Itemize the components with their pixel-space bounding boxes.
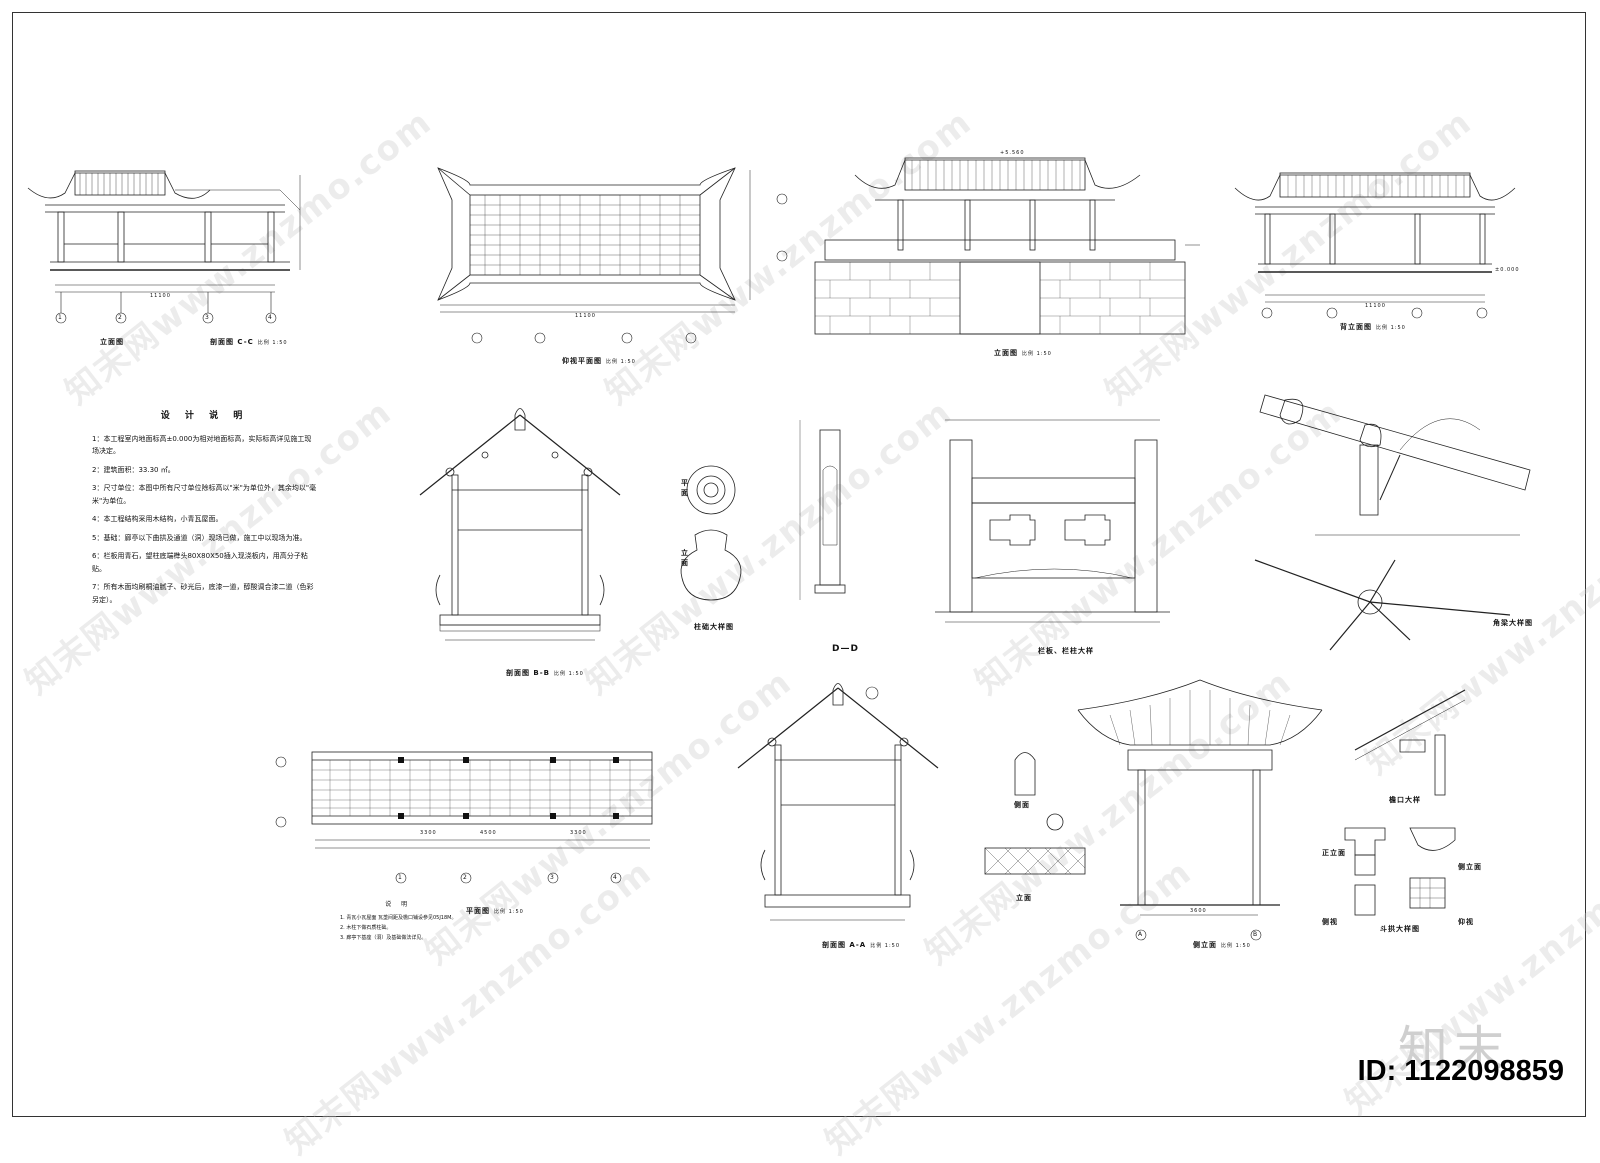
sheet-frame [12,12,1586,1117]
label-ceiling-plan: 仰视平面图比例 1:50 [562,356,636,366]
label-dd: D—D [832,644,859,654]
label-section-cc-text: 剖面图 C-C [210,338,254,346]
image-id: ID: 1122098859 [1357,1055,1564,1087]
design-note-item: 7：所有木面均刷桐油腻子、砂光后，底漆一道，醇酸调合漆二道（色彩另定）。 [92,583,314,604]
axis-markers-1 [55,292,277,324]
axis-number: 3 [550,874,555,881]
label-side-view: 侧面 [1014,801,1030,809]
label-plan-vertical: 平面 [681,479,689,497]
label-elevation-1: 立面图 [100,338,124,346]
label-side-elevation: 侧立面比例 1:50 [1193,940,1251,950]
axis-number: 3 [205,314,210,321]
axis-letter: A [1138,931,1144,938]
dim-elev-zero: ±0.000 [1495,267,1520,273]
back-elevation-drawing [1234,172,1516,303]
scale-label: 比例 1:50 [1022,351,1052,357]
scale-label: 比例 1:50 [257,340,288,346]
label-bracket-detail: 斗拱大样图 [1380,925,1420,933]
design-notes-title: 设 计 说 明 [160,411,249,421]
label-side-elevation-text: 侧立面 [1193,941,1217,949]
section-aa-drawing [737,683,939,921]
design-note-item: 3：尺寸单位：本图中所有尺寸单位除标高以"米"为单位外，其余均以"毫米"为单位。 [92,484,317,505]
label-section-aa-text: 剖面图 A-A [822,941,867,949]
dim-depth: 3600 [1190,908,1207,914]
axis-number: 1 [398,874,403,881]
plan-drawing [311,751,653,849]
axis-number: 2 [463,874,468,881]
axis-number: 4 [613,874,618,881]
drawing-lines [27,157,1531,941]
dim-bay-mid: 4500 [480,830,497,836]
plan-legend-title: 说 明 [385,901,412,908]
label-plan-text: 平面图 [466,907,490,915]
ceiling-plan-drawing [437,167,751,313]
axis-markers-2 [471,193,788,344]
design-note-item: 2：建筑面积：33.30 ㎡。 [92,465,175,474]
axis-number: 2 [118,314,123,321]
axis-markers-plan [275,756,622,884]
axis-markers-side [1135,929,1262,941]
label-section-bb-text: 剖面图 B-B [506,669,551,677]
dim-elev-top: +5.560 [1000,150,1025,156]
eave-detail-drawing [1354,689,1466,796]
dim-span: 11100 [1365,303,1386,309]
label-elevation-2: 立面图比例 1:50 [994,348,1052,358]
label-side-small: 侧视 [1322,918,1338,926]
dim-span: 11100 [150,293,171,299]
railing-drawing [935,419,1170,623]
plan-legend-item: 1. 青瓦小瓦屋面 瓦垄间距及檐口铺设参见05J18M。 [340,915,457,921]
plan-legend-item: 3. 廊亭下基座（洞）及基础做法详见。 [340,935,427,941]
plan-legend: 说 明 1. 青瓦小瓦屋面 瓦垄间距及檐口铺设参见05J18M。 2. 木柱下做… [340,900,456,943]
label-back-elevation: 背立面图比例 1:50 [1340,322,1406,332]
section-bb-drawing [419,408,621,641]
axis-number: 4 [268,314,273,321]
label-plan: 平面图比例 1:50 [466,906,524,916]
label-elevation-2-text: 立面图 [994,349,1018,357]
label-corner-beam: 角梁大样图 [1493,619,1533,627]
label-eave-detail: 檐口大样 [1389,796,1421,804]
design-note-item: 6：栏板用青石，望柱底端榫头80X80X50插入现浇板内，用高分子粘贴。 [92,552,308,573]
bracket-detail-drawing [1344,827,1456,916]
corner-beam-drawing [1254,394,1531,651]
label-railing: 栏板、栏柱大样 [1038,647,1094,655]
elevation-drawing-1 [27,170,301,293]
dd-section-drawing [799,420,846,600]
label-front: 正立面 [1322,849,1346,857]
scale-label: 比例 1:50 [554,671,584,677]
dim-bay-side: 3300 [570,830,587,836]
plan-legend-item: 2. 木柱下做石质柱础。 [340,925,392,931]
label-bottom-view: 仰视 [1458,918,1474,926]
side-elevation-drawing [1077,679,1323,916]
label-column-base: 柱础大样图 [694,623,734,631]
scale-label: 比例 1:50 [1376,325,1406,331]
dim-bay-side: 3300 [420,830,437,836]
scale-label: 比例 1:50 [494,909,524,915]
axis-number: 1 [58,314,63,321]
design-note-item: 4：本工程结构采用木结构，小青瓦屋面。 [92,515,223,523]
front-elevation-drawing [814,157,1200,335]
label-back-elevation-text: 背立面图 [1340,323,1372,331]
label-elev-vertical: 立面 [681,549,689,567]
brand-logo: 知末 [1398,1021,1510,1079]
design-notes: 设 计 说 明 1：本工程室内地面标高±0.000为相对地面标高，实际标高详见施… [92,410,317,612]
scale-label: 比例 1:50 [606,359,636,365]
label-elev-small: 立面 [1016,894,1032,902]
design-note-item: 5：基础：廊亭以下曲拱及通道（洞）现场已做，施工中以现场为准。 [92,533,307,542]
small-detail-drawing [984,752,1086,875]
axis-letter: B [1253,931,1259,938]
scale-label: 比例 1:50 [1221,943,1251,949]
label-ceiling-plan-text: 仰视平面图 [562,357,602,365]
scale-label: 比例 1:50 [870,943,901,949]
dim-span: 11100 [575,313,596,319]
label-side: 侧立面 [1458,863,1482,871]
design-note-item: 1：本工程室内地面标高±0.000为相对地面标高，实际标高详见施工现场决定。 [92,434,312,456]
axis-markers-4 [1261,307,1488,319]
drawing-sheet: 知末网www.znzmo.com 知末网www.znzmo.com 知末网www… [12,12,1600,1163]
column-base-drawing [680,465,742,601]
